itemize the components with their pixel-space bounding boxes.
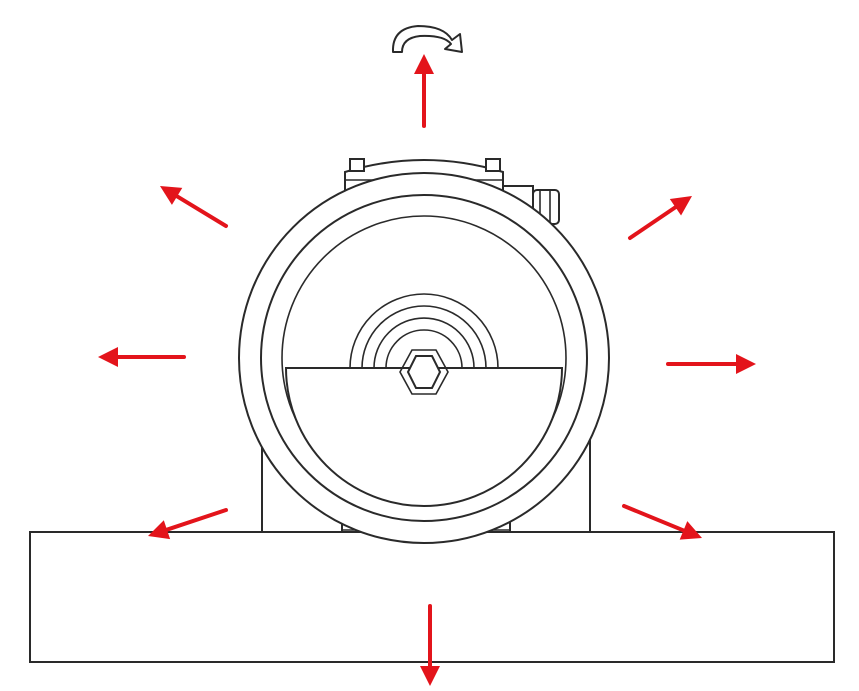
shaft-hex-nut	[406, 355, 442, 389]
arrow-up-left-shaft	[173, 193, 228, 228]
arrow-right	[666, 354, 756, 374]
arrow-up-right-shaft	[628, 204, 680, 240]
arrow-up-left-head	[160, 186, 183, 205]
arrow-up-right-head	[669, 196, 692, 216]
shaft-hex-nut-outer	[399, 349, 449, 395]
arrow-up-left	[160, 186, 228, 228]
shaft-bearing	[349, 293, 499, 369]
arrow-down-right-shaft	[622, 504, 688, 534]
arrow-left-head	[98, 347, 118, 367]
arrow-right-head	[736, 354, 756, 374]
eccentric-weight	[284, 367, 564, 507]
arrow-up-right	[628, 196, 692, 240]
arrow-down-right-head	[679, 521, 702, 540]
arrow-down	[420, 604, 440, 686]
arrow-down-left-head	[148, 520, 171, 540]
rotation-icon	[391, 25, 463, 53]
arrow-down-right	[622, 504, 702, 540]
force-arrows	[98, 54, 756, 686]
arrow-up-head	[414, 54, 434, 74]
arrow-up	[414, 54, 434, 128]
arrow-down-left-shaft	[163, 508, 228, 533]
arrow-left	[98, 347, 186, 367]
arrow-down-left	[148, 508, 228, 540]
arrow-down-head	[420, 666, 440, 686]
